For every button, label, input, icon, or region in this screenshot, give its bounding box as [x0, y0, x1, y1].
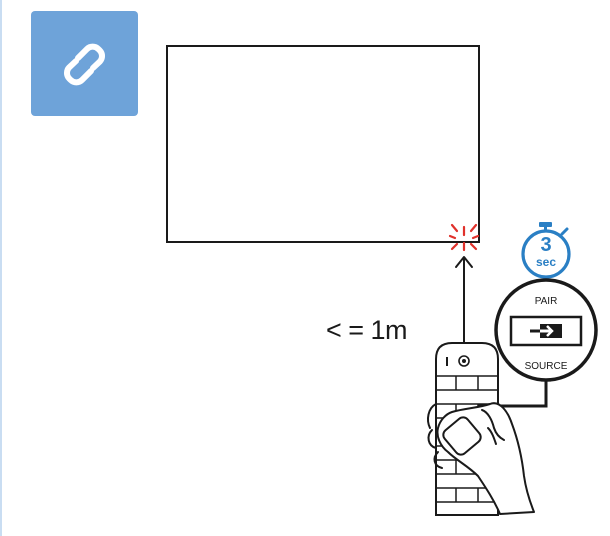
timer-value: 3: [540, 234, 551, 256]
source-label: SOURCE: [525, 361, 568, 372]
link-icon: [63, 43, 106, 86]
pair-label: PAIR: [535, 296, 558, 307]
zoom-connector: [500, 381, 548, 408]
ir-sensor-flash-icon: [448, 223, 480, 252]
distance-label: < = 1m: [326, 315, 408, 345]
link-tile: [31, 11, 138, 116]
pair-source-button-zoom: PAIR SOURCE: [494, 278, 598, 382]
tv-screen: [166, 45, 480, 243]
timer-unit: sec: [536, 255, 556, 269]
signal-arrow: [455, 256, 473, 344]
hand: [427, 402, 535, 515]
left-border: [0, 0, 2, 536]
source-input-icon: [530, 324, 562, 338]
timer-icon: 3 sec: [521, 222, 571, 279]
